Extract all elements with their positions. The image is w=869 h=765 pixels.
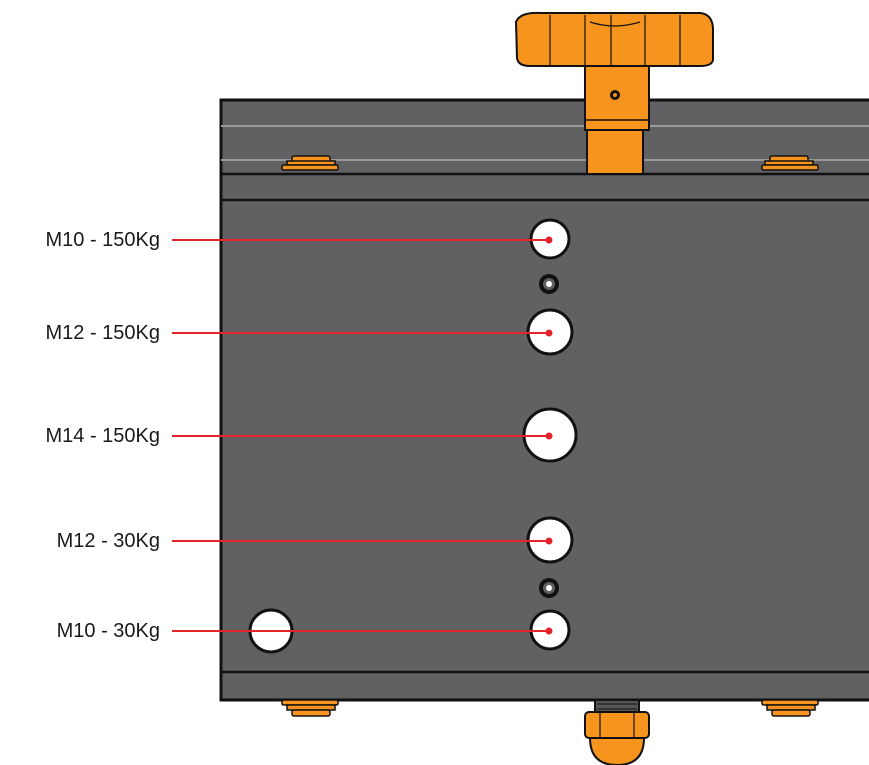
leader-lines [172, 239, 549, 632]
label-m10-150kg: M10 - 150Kg [45, 229, 160, 251]
rail-clamp-bottom-right [761, 699, 819, 717]
pin-holes [539, 274, 559, 598]
locking-knob-bottom [584, 699, 650, 765]
rail-clamp-top-left [281, 155, 339, 171]
locking-knob-top [514, 11, 714, 175]
rail-clamp-top-right [761, 155, 819, 171]
leader-dots [545, 236, 553, 635]
label-m14-150kg: M14 - 150Kg [45, 425, 160, 447]
mounting-plate [219, 98, 869, 702]
label-m10-30kg: M10 - 30Kg [56, 620, 160, 642]
rail-clamp-bottom-left [281, 699, 339, 717]
label-m12-150kg: M12 - 150Kg [45, 322, 160, 344]
label-m12-30kg: M12 - 30Kg [56, 530, 160, 552]
